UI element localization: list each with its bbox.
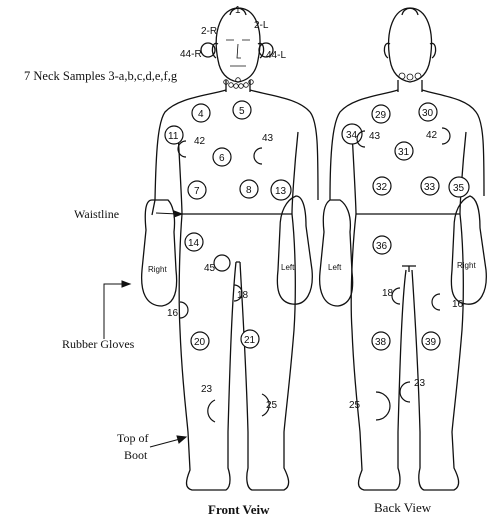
front-boot-left [187, 432, 231, 490]
back-legs-outline [351, 214, 463, 432]
front-marker-7: 7 [194, 186, 200, 197]
back-view-caption: Back View [374, 500, 432, 515]
front-boot-right [247, 432, 289, 490]
front-marker-20: 20 [194, 337, 206, 348]
front-marker-2l: 2-L [254, 20, 269, 31]
front-marker-16: 16 [167, 308, 179, 319]
back-marker-36: 36 [376, 241, 388, 252]
back-marker-circles [342, 103, 469, 350]
back-marker-32: 32 [376, 182, 388, 193]
back-marker-43: 43 [369, 131, 381, 142]
front-marker-25: 25 [266, 400, 278, 411]
top-of-boot-label-line2: Boot [124, 448, 148, 462]
waistline-label: Waistline [74, 207, 119, 221]
back-boot-right [419, 432, 459, 490]
front-marker-44l: 44-L [266, 50, 286, 61]
front-marker-23: 23 [201, 384, 213, 395]
back-number-labels: 29 30 34 43 42 31 32 33 35 36 18 16 38 3… [328, 108, 476, 411]
rubber-gloves-label: Rubber Gloves [62, 337, 135, 351]
front-marker-8: 8 [246, 185, 252, 196]
front-face-details [226, 40, 250, 66]
back-marker-29: 29 [375, 110, 387, 121]
back-marker-31: 31 [398, 147, 410, 158]
front-marker-6: 6 [219, 153, 225, 164]
back-marker-16: 16 [452, 299, 464, 310]
back-marker-30: 30 [422, 108, 434, 119]
front-glove-left-label: Left [281, 263, 295, 272]
back-glove-left [320, 200, 353, 306]
front-number-labels: 1 2-R 2-L 44-R 44-L 4 5 11 42 43 6 7 8 1… [148, 5, 295, 411]
front-neck-sample-circles [224, 78, 254, 89]
front-marker-45: 45 [204, 263, 216, 274]
front-glove-right [142, 200, 177, 306]
neck-samples-label: 7 Neck Samples 3-a,b,c,d,e,f,g [24, 69, 178, 83]
front-marker-4: 4 [198, 109, 204, 120]
back-glove-right [451, 196, 486, 304]
front-marker-44r: 44-R [180, 49, 202, 60]
front-marker-1: 1 [235, 5, 241, 16]
front-marker-13: 13 [275, 186, 287, 197]
front-marker-18: 18 [237, 290, 249, 301]
back-marker-34: 34 [346, 130, 358, 141]
back-marker-18: 18 [382, 288, 394, 299]
back-marker-23: 23 [414, 378, 426, 389]
back-half-circles [357, 128, 450, 420]
front-marker-2r: 2-R [201, 26, 217, 37]
back-marker-39: 39 [425, 337, 437, 348]
back-marker-42: 42 [426, 130, 438, 141]
front-view-caption: Front Veiw [208, 502, 270, 517]
back-marker-38: 38 [375, 337, 387, 348]
front-marker-5: 5 [239, 106, 245, 117]
back-boot-left [359, 432, 401, 490]
back-glove-left-label: Left [328, 263, 342, 272]
back-marker-25: 25 [349, 400, 361, 411]
front-marker-42: 42 [194, 136, 206, 147]
front-glove-right-label: Right [148, 265, 167, 274]
front-marker-43: 43 [262, 133, 274, 144]
back-marker-33: 33 [424, 182, 436, 193]
front-marker-14: 14 [188, 238, 200, 249]
back-neck-sample-circles [399, 73, 421, 80]
back-marker-35: 35 [453, 183, 465, 194]
back-head [389, 8, 432, 82]
front-marker-21: 21 [244, 335, 256, 346]
front-marker-11: 11 [168, 131, 179, 142]
top-of-boot-label-line1: Top of [117, 431, 149, 445]
back-glove-right-label: Right [457, 261, 476, 270]
back-figure [320, 8, 487, 490]
